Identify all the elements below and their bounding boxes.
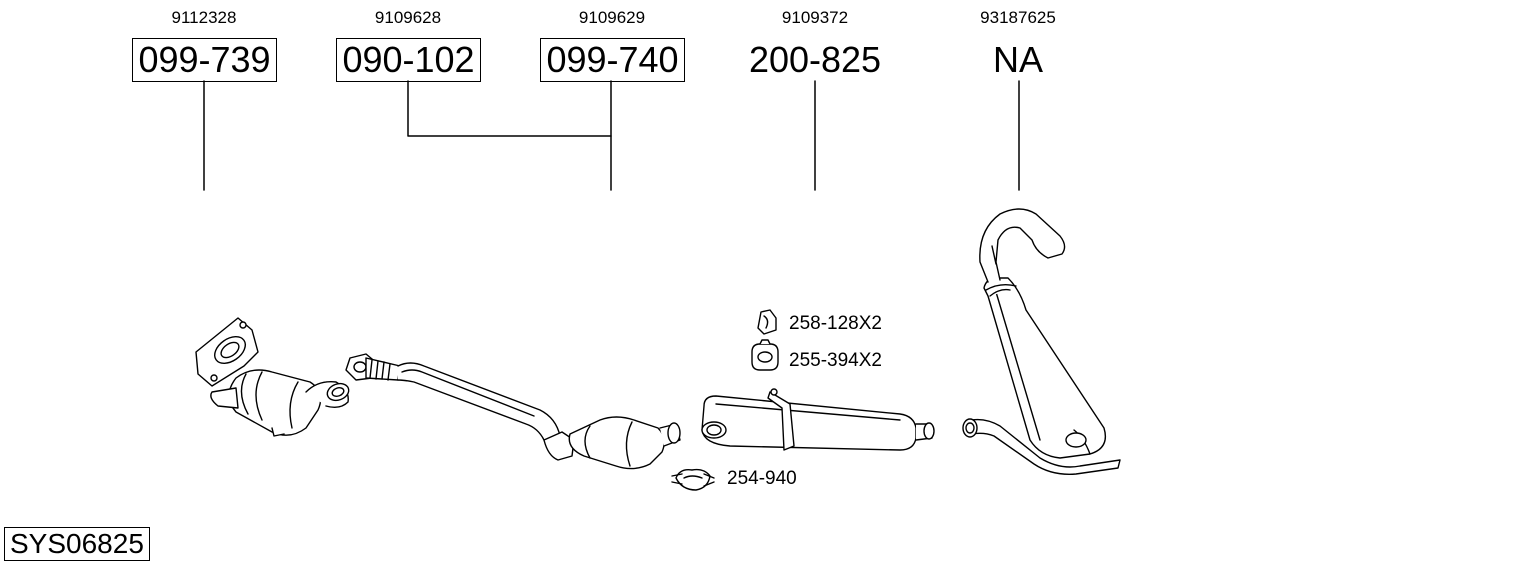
- front-pipe: [345, 353, 565, 453]
- oe-number-4: 9109372: [781, 8, 849, 27]
- oe-number-5: 93187625: [980, 8, 1056, 27]
- part-number-1[interactable]: 099-739: [132, 38, 277, 82]
- front-catalytic-converter: [195, 317, 350, 437]
- part-number-5[interactable]: NA: [992, 39, 1043, 80]
- rubber-ring-hanger-icon: [751, 339, 779, 371]
- oe-number-3: 9109629: [578, 8, 646, 27]
- part-number-4[interactable]: 200-825: [748, 39, 882, 80]
- leader-line-090-102: [407, 80, 612, 137]
- accessory-label-ring-hanger[interactable]: 255-394X2: [789, 350, 882, 371]
- part-number-2[interactable]: 090-102: [336, 38, 481, 82]
- leader-lines: [203, 80, 1020, 191]
- rear-silencer: [962, 208, 1121, 475]
- rubber-hanger-icon: [757, 309, 777, 335]
- oe-number-1: 9112328: [171, 8, 237, 27]
- part-number-3[interactable]: 099-740: [540, 38, 685, 82]
- system-id: SYS06825: [4, 527, 150, 561]
- middle-silencer: [701, 388, 935, 451]
- center-catalytic-converter: [543, 416, 681, 470]
- accessory-label-hanger[interactable]: 258-128X2: [789, 313, 882, 334]
- oe-number-2: 9109628: [374, 8, 442, 27]
- clamp-icon: [671, 468, 715, 491]
- accessory-label-clamp[interactable]: 254-940: [727, 468, 797, 489]
